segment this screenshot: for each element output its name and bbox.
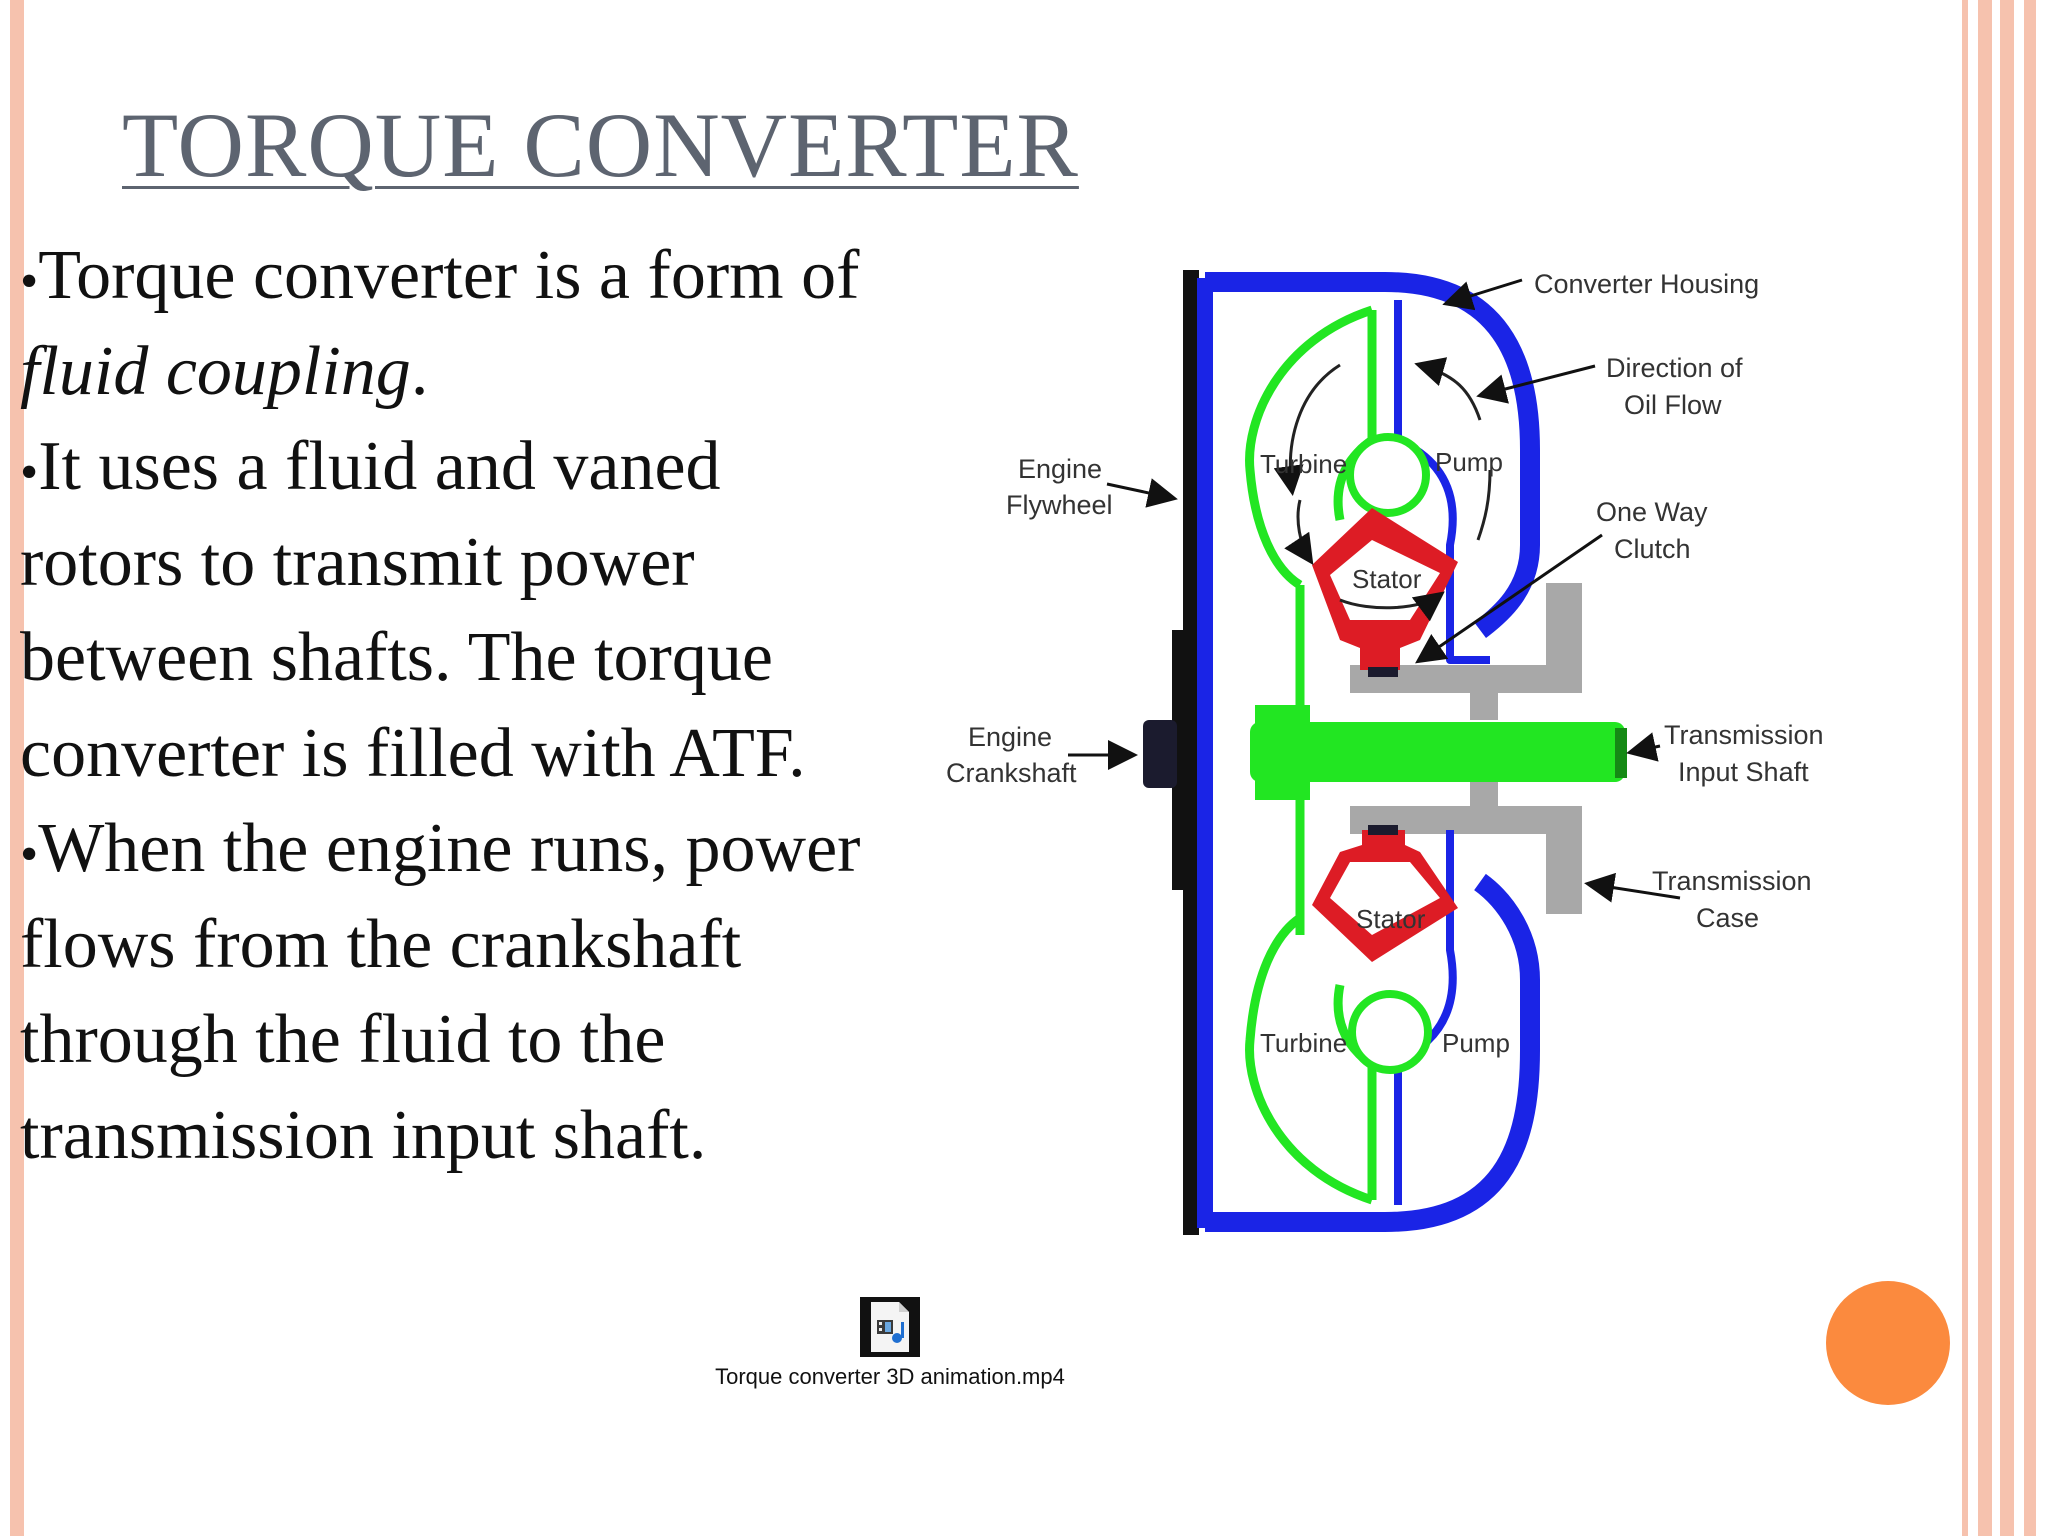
fluid-coupling-term: fluid coupling xyxy=(20,332,411,410)
bullet-marker: • xyxy=(20,444,39,501)
label-one-way-clutch-2: Clutch xyxy=(1614,534,1691,564)
label-leader-arrows xyxy=(1068,278,1681,903)
video-file-caption[interactable]: Torque converter 3D animation.mp4 xyxy=(715,1364,1065,1389)
label-pump-bottom: Pump xyxy=(1442,1028,1510,1058)
paragraph-text: It uses a fluid and vaned rotors to tran… xyxy=(20,428,806,792)
label-direction-of-oil-flow-1: Direction of xyxy=(1606,353,1743,383)
paragraph-text: Torque converter is a form of xyxy=(38,237,860,314)
label-engine-crankshaft-1: Engine xyxy=(968,722,1052,752)
video-file-icon[interactable] xyxy=(859,1296,921,1358)
left-border-stripe xyxy=(10,0,24,1536)
stator-bottom xyxy=(1312,825,1458,962)
label-transmission-input-1: Transmission xyxy=(1664,720,1824,750)
paragraph-text: When the engine runs, power flows from t… xyxy=(20,810,861,1174)
label-transmission-input-2: Input Shaft xyxy=(1678,757,1809,787)
bullet-marker: • xyxy=(20,826,39,883)
label-direction-of-oil-flow-2: Oil Flow xyxy=(1624,390,1722,420)
engine-flywheel xyxy=(1183,270,1199,1235)
right-border-stripe-1 xyxy=(1962,0,1968,1536)
bullet-paragraph-2: •It uses a fluid and vaned rotors to tra… xyxy=(20,419,900,801)
lower-core-ring xyxy=(1348,990,1432,1074)
oil-flow-arrows xyxy=(1273,357,1492,622)
bullet-paragraph-1: •Torque converter is a form of fluid cou… xyxy=(20,228,900,419)
right-border-stripe-3 xyxy=(2000,0,2014,1536)
paragraph-end: . xyxy=(410,332,429,410)
label-turbine-top: Turbine xyxy=(1260,449,1347,479)
right-border-stripe-2 xyxy=(1978,0,1992,1536)
flywheel-hub xyxy=(1172,630,1186,890)
label-engine-crankshaft-2: Crankshaft xyxy=(946,758,1077,788)
transmission-case xyxy=(1350,583,1582,914)
turbine-and-input-shaft xyxy=(1245,305,1627,1205)
embedded-video-file[interactable]: Torque converter 3D animation.mp4 xyxy=(690,1296,1090,1390)
bullet-paragraph-3: •When the engine runs, power flows from … xyxy=(20,801,900,1183)
label-engine-flywheel-2: Flywheel xyxy=(1006,490,1113,520)
bullet-marker: • xyxy=(20,253,39,310)
label-transmission-case-2: Case xyxy=(1696,903,1759,933)
label-one-way-clutch-1: One Way xyxy=(1596,497,1708,527)
label-converter-housing: Converter Housing xyxy=(1534,269,1759,299)
label-transmission-case-1: Transmission xyxy=(1652,866,1812,896)
torque-converter-diagram: Converter Housing Direction of Oil Flow … xyxy=(946,269,1824,1235)
input-shaft xyxy=(1250,722,1625,782)
label-stator-bottom: Stator xyxy=(1356,904,1426,934)
accent-circle xyxy=(1826,1281,1950,1405)
label-pump-top: Pump xyxy=(1435,447,1503,477)
upper-core-ring xyxy=(1346,433,1430,517)
label-stator-top: Stator xyxy=(1352,564,1422,594)
engine-crankshaft xyxy=(1143,720,1177,788)
label-turbine-bottom: Turbine xyxy=(1260,1028,1347,1058)
label-engine-flywheel-1: Engine xyxy=(1018,454,1102,484)
right-border-stripe-4 xyxy=(2024,0,2036,1536)
slide-body: •Torque converter is a form of fluid cou… xyxy=(20,228,900,1183)
slide-title: TORQUE CONVERTER xyxy=(122,94,1079,196)
